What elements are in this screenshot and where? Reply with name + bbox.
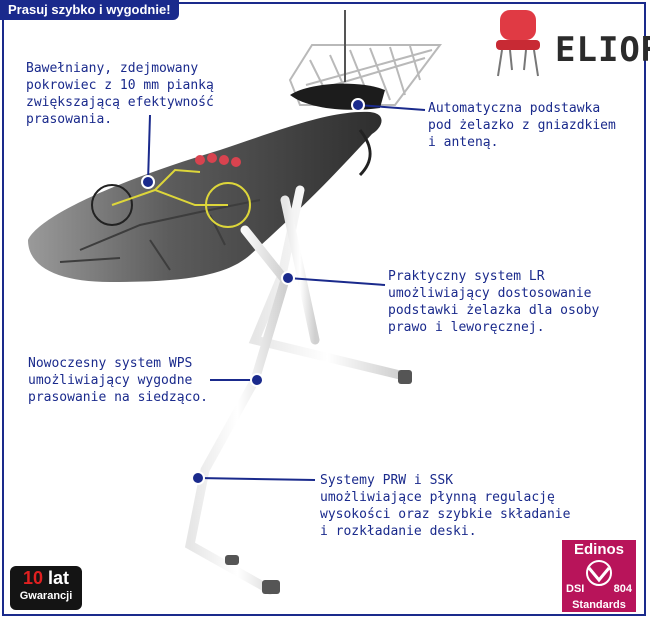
board-pattern [59, 199, 261, 271]
certificate-badge: Edinos DSI 804 Standards [562, 540, 636, 612]
callout-prw-ssk: Systemy PRW i SSK umożliwiające płynną r… [320, 473, 571, 539]
callout-dots [141, 98, 365, 485]
certificate-title: Edinos [573, 541, 624, 558]
board-top [28, 111, 382, 282]
callout-cover: Bawełniany, zdejmowany pokrowiec z 10 mm… [26, 61, 214, 127]
board-legs [184, 185, 405, 595]
red-chair-icon [496, 10, 540, 77]
leg-caps [225, 370, 412, 594]
brand-logo: ELIOR [490, 8, 650, 80]
certificate-right: 804 [613, 583, 632, 595]
certificate-emblem-icon [586, 560, 612, 586]
warranty-badge: 10 lat Gwarancji [10, 566, 82, 610]
callout-lr-system: Praktyczny system LR umożliwiający dosto… [388, 269, 600, 335]
flower-basket [195, 153, 241, 167]
callout-lines [147, 104, 426, 481]
callout-iron-rest: Automatyczna podstawka pod żelazko z gni… [428, 101, 616, 150]
warranty-label: Gwarancji [19, 590, 73, 602]
bicycle-print [91, 168, 251, 228]
warranty-years: 10 [22, 568, 43, 588]
certificate-left: DSI [566, 583, 585, 595]
callout-wps-system: Nowoczesny system WPS umożliwiający wygo… [28, 356, 209, 405]
power-cord [358, 129, 372, 177]
brand-name: ELIOR [555, 30, 650, 70]
certificate-label: Standards [572, 599, 626, 611]
promo-banner: Prasuj szybko i wygodnie! [0, 0, 179, 20]
warranty-unit: lat [48, 568, 70, 588]
